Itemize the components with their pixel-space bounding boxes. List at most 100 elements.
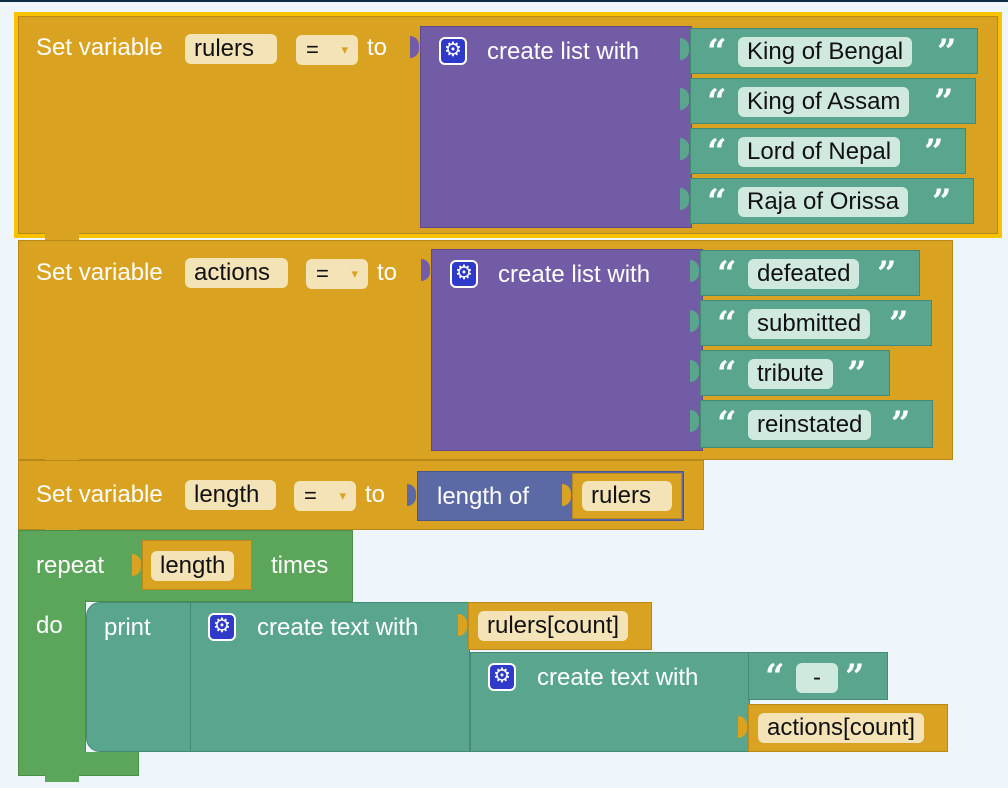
close-quote-icon: ” bbox=[924, 132, 944, 172]
close-quote-icon: ” bbox=[891, 404, 911, 444]
open-quote-icon: “ bbox=[707, 182, 727, 222]
repeat-label: repeat bbox=[36, 552, 105, 579]
create-text-block-inner[interactable]: ⚙ create text with bbox=[470, 652, 750, 752]
close-quote-icon: ” bbox=[932, 182, 952, 222]
gear-icon[interactable]: ⚙ bbox=[439, 37, 467, 65]
create-text-label: create text with bbox=[537, 664, 699, 691]
operator-dropdown[interactable]: = ▾ bbox=[306, 259, 368, 289]
gear-icon[interactable]: ⚙ bbox=[208, 613, 236, 641]
input-connector bbox=[690, 260, 699, 282]
times-label: times bbox=[271, 552, 329, 579]
dropdown-arrow-icon: ▾ bbox=[339, 488, 346, 503]
create-text-label: create text with bbox=[257, 614, 419, 641]
input-connector bbox=[690, 360, 699, 382]
close-quote-icon: ” bbox=[937, 32, 957, 72]
workspace-top-border bbox=[0, 0, 1008, 2]
text-block[interactable]: “ King of Assam ” bbox=[690, 78, 976, 124]
operator-value: = bbox=[306, 37, 319, 62]
input-connector bbox=[132, 554, 141, 576]
create-list-block-actions[interactable]: ⚙ create list with bbox=[431, 249, 703, 451]
close-quote-icon: ” bbox=[877, 254, 897, 294]
create-list-label: create list with bbox=[498, 261, 651, 288]
create-text-block-outer[interactable]: ⚙ create text with bbox=[190, 602, 470, 752]
list-item-field[interactable]: rulers[count] bbox=[478, 611, 629, 641]
to-label: to bbox=[367, 34, 388, 61]
loop-count-field[interactable]: length bbox=[151, 551, 235, 581]
input-connector bbox=[680, 38, 689, 60]
input-connector bbox=[562, 484, 571, 506]
text-block[interactable]: “ submitted ” bbox=[700, 300, 932, 346]
input-connector bbox=[690, 410, 699, 432]
do-label: do bbox=[36, 612, 63, 639]
close-quote-icon: ” bbox=[845, 657, 865, 697]
text-value[interactable]: submitted bbox=[748, 309, 871, 339]
to-label: to bbox=[365, 481, 386, 508]
open-quote-icon: “ bbox=[717, 254, 737, 294]
repeat-block-footer bbox=[18, 752, 139, 776]
text-value[interactable]: tribute bbox=[748, 359, 833, 389]
set-variable-label: Set variable bbox=[36, 34, 163, 61]
length-of-label: length of bbox=[437, 483, 530, 510]
variable-getter-block[interactable]: actions[count] bbox=[748, 704, 948, 752]
operator-value: = bbox=[304, 483, 317, 508]
input-connector bbox=[180, 614, 189, 636]
open-quote-icon: “ bbox=[707, 32, 727, 72]
text-block[interactable]: “ Lord of Nepal ” bbox=[690, 128, 966, 174]
open-quote-icon: “ bbox=[707, 132, 727, 172]
input-connector bbox=[690, 310, 699, 332]
operator-dropdown[interactable]: = ▾ bbox=[294, 481, 356, 511]
block-connector-tab bbox=[45, 774, 79, 782]
text-value[interactable]: reinstated bbox=[748, 410, 872, 440]
variable-name-field[interactable]: actions bbox=[185, 258, 288, 288]
input-connector bbox=[738, 716, 747, 738]
text-block[interactable]: “ defeated ” bbox=[700, 250, 920, 296]
text-value[interactable]: defeated bbox=[748, 259, 860, 289]
open-quote-icon: “ bbox=[717, 304, 737, 344]
input-connector bbox=[680, 88, 689, 110]
close-quote-icon: ” bbox=[847, 354, 867, 394]
input-connector bbox=[421, 259, 430, 281]
text-block[interactable]: “ tribute ” bbox=[700, 350, 890, 396]
open-quote-icon: “ bbox=[717, 354, 737, 394]
list-item-field[interactable]: actions[count] bbox=[758, 713, 925, 743]
variable-getter-block[interactable]: length bbox=[142, 540, 252, 590]
input-connector bbox=[680, 188, 689, 210]
dropdown-arrow-icon: ▾ bbox=[341, 42, 348, 57]
text-block[interactable]: “ Raja of Orissa ” bbox=[690, 178, 974, 224]
print-label: print bbox=[104, 614, 151, 641]
close-quote-icon: ” bbox=[889, 304, 909, 344]
variable-name-field[interactable]: rulers bbox=[582, 481, 672, 511]
variable-name-field[interactable]: length bbox=[185, 480, 276, 510]
operator-value: = bbox=[316, 261, 329, 286]
input-connector bbox=[738, 664, 747, 686]
open-quote-icon: “ bbox=[765, 657, 785, 697]
close-quote-icon: ” bbox=[934, 82, 954, 122]
text-value[interactable]: Raja of Orissa bbox=[738, 187, 909, 217]
text-value[interactable]: King of Bengal bbox=[738, 37, 913, 67]
variable-name-field[interactable]: rulers bbox=[185, 34, 277, 64]
separator-text-value[interactable]: - bbox=[796, 663, 838, 693]
print-block[interactable]: print bbox=[86, 602, 191, 752]
dropdown-arrow-icon: ▾ bbox=[351, 266, 358, 281]
text-value[interactable]: Lord of Nepal bbox=[738, 137, 901, 167]
to-label: to bbox=[377, 259, 398, 286]
text-block[interactable]: “ King of Bengal ” bbox=[690, 28, 978, 74]
operator-dropdown[interactable]: = ▾ bbox=[296, 35, 358, 65]
block-connector-tab bbox=[45, 232, 79, 240]
input-connector bbox=[680, 138, 689, 160]
open-quote-icon: “ bbox=[707, 82, 727, 122]
set-variable-label: Set variable bbox=[36, 259, 163, 286]
gear-icon[interactable]: ⚙ bbox=[488, 663, 516, 691]
input-connector bbox=[407, 484, 416, 506]
variable-getter-block[interactable]: rulers[count] bbox=[468, 602, 652, 650]
create-list-block-rulers[interactable]: ⚙ create list with bbox=[420, 26, 692, 228]
text-block[interactable]: “ - ” bbox=[748, 652, 888, 700]
input-connector bbox=[458, 614, 467, 636]
input-connector bbox=[460, 664, 469, 686]
open-quote-icon: “ bbox=[717, 404, 737, 444]
create-list-label: create list with bbox=[487, 38, 640, 65]
text-block[interactable]: “ reinstated ” bbox=[700, 400, 933, 448]
text-value[interactable]: King of Assam bbox=[738, 87, 910, 117]
variable-getter-block[interactable]: rulers bbox=[572, 473, 682, 519]
gear-icon[interactable]: ⚙ bbox=[450, 260, 478, 288]
